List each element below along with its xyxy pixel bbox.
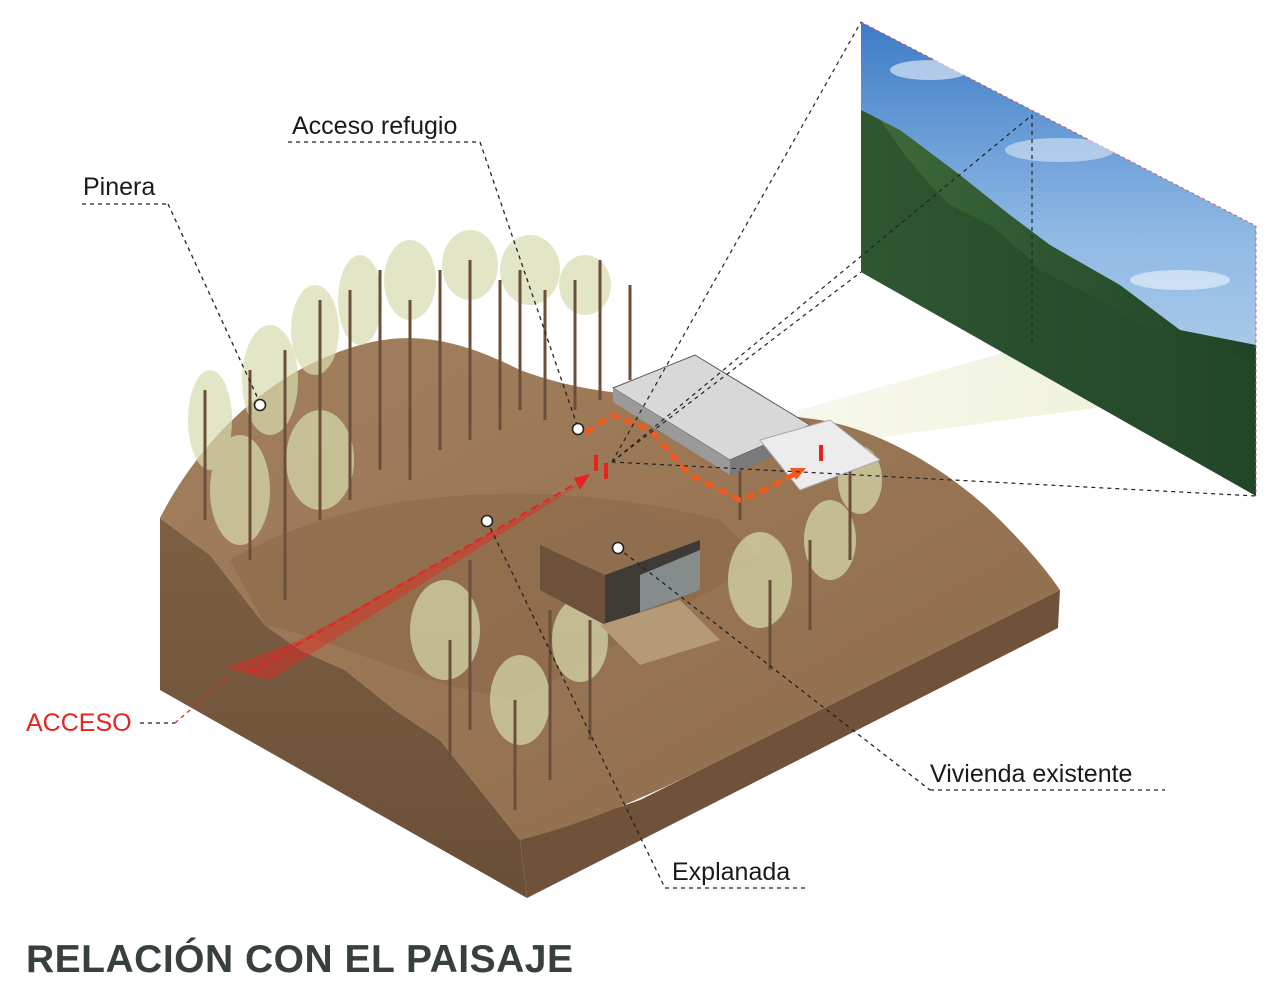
refuge-path (583, 412, 797, 503)
leader-lines (82, 141, 1165, 889)
tree-trunks (203, 260, 852, 810)
label-explanada: Explanada (672, 858, 791, 886)
terrain-side-left (160, 518, 527, 898)
refuge-arrow-icon (790, 468, 806, 480)
existing-house (540, 505, 720, 665)
label-acceso: ACCESO (26, 709, 132, 737)
access-wedge (225, 478, 590, 680)
page-title: RELACIÓN CON EL PAISAJE (26, 938, 574, 981)
person-icons (594, 445, 823, 479)
view-lines (611, 21, 1257, 497)
label-vivienda-existente: Vivienda existente (930, 760, 1133, 788)
label-pinera: Pinera (83, 173, 156, 201)
circle-marker-icons (253, 398, 625, 555)
landscape-photo (860, 21, 1257, 496)
access-arrow-icon (574, 474, 590, 490)
terrain-side-right (520, 590, 1060, 898)
label-acceso-refugio: Acceso refugio (292, 112, 458, 140)
